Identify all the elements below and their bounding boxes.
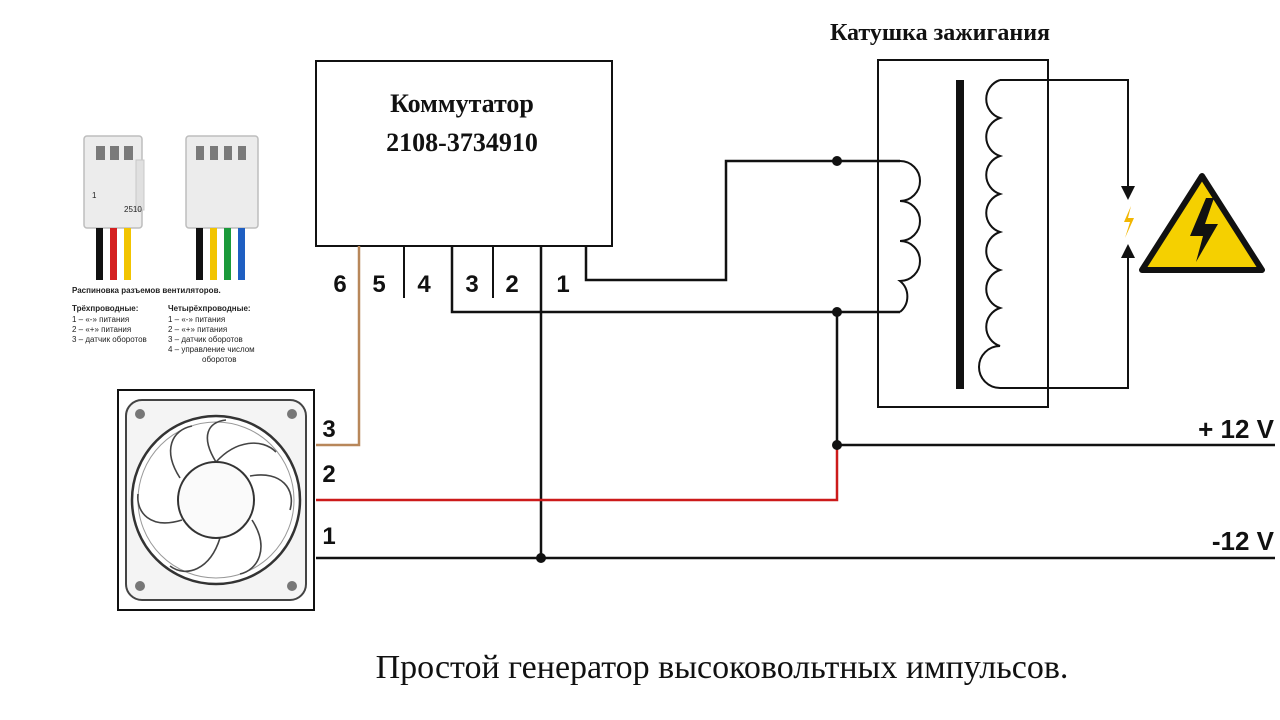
fan-connector-legend: 1 2510 Распиновка разъемов вентиляторов.…	[72, 135, 259, 364]
commutator-pin-label: 6	[333, 271, 346, 298]
commutator-block: Коммутатор 2108-3734910	[315, 60, 613, 247]
connector-mark-2510: 2510	[124, 205, 142, 214]
legend-four-wire-item: 3 – датчик оборотов	[168, 335, 243, 344]
fan-image	[117, 389, 315, 611]
secondary-winding	[978, 79, 1004, 389]
legend-four-wire-item-cont: оборотов	[202, 355, 236, 364]
junction-dots	[536, 156, 842, 563]
fan-pin-label: 3	[322, 416, 335, 443]
spark-icon	[1124, 206, 1134, 238]
positive-supply-label: + 12 V	[1198, 414, 1275, 444]
three-pin-connector-image: 1 2510	[83, 135, 145, 280]
wiring	[316, 159, 1275, 560]
commutator-part-number: 2108-3734910	[386, 128, 538, 157]
legend-four-wire-item: 2 – «+» питания	[168, 325, 227, 334]
negative-supply-label: -12 V	[1212, 526, 1275, 556]
commutator-name: Коммутатор	[390, 89, 534, 118]
connector-mark-1: 1	[92, 191, 97, 200]
commutator-pin-label: 3	[465, 271, 478, 298]
ignition-coil	[877, 59, 1049, 408]
legend-three-wire-item: 1 – «-» питания	[72, 315, 129, 324]
commutator-pin-label: 4	[417, 271, 431, 298]
legend-title: Распиновка разъемов вентиляторов.	[72, 286, 221, 295]
fan-pin-label: 2	[322, 461, 335, 488]
commutator-pin-leads	[403, 246, 494, 298]
legend-four-wire-item: 1 – «-» питания	[168, 315, 225, 324]
legend-three-wire-item: 3 – датчик оборотов	[72, 335, 147, 344]
diagram-caption: Простой генератор высоковольтных импульс…	[376, 649, 1069, 686]
fan-pin-label: 1	[322, 523, 335, 550]
ignition-coil-title: Катушка зажигания	[830, 20, 1050, 46]
primary-winding	[897, 160, 921, 313]
coil-core	[956, 80, 964, 389]
commutator-pin-label: 5	[372, 271, 385, 298]
spark-gap	[1000, 79, 1129, 389]
commutator-pin-label: 1	[556, 271, 569, 298]
high-voltage-warning-icon	[1139, 173, 1265, 273]
legend-four-wire-item: 4 – управление числом	[168, 345, 255, 354]
legend-four-wire-heading: Четырёхпроводные:	[168, 304, 251, 313]
commutator-pin-label: 2	[505, 271, 518, 298]
legend-three-wire-heading: Трёхпроводные:	[72, 304, 138, 313]
four-pin-connector-image	[185, 135, 259, 280]
legend-three-wire-item: 2 – «+» питания	[72, 325, 131, 334]
